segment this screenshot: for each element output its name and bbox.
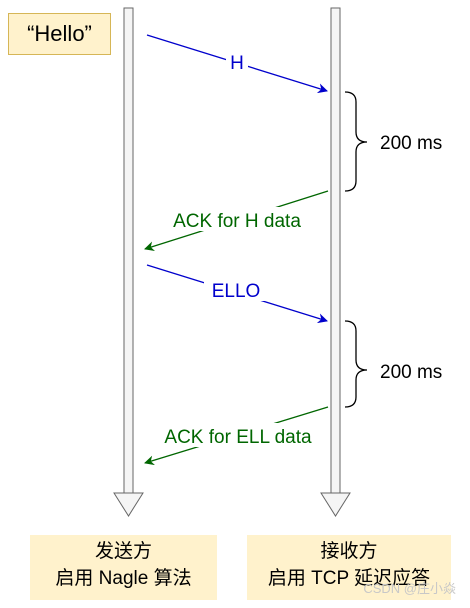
delay-brace-1 [344,91,368,192]
receiver-name: 接收方 [320,541,378,562]
receiver-lifeline [320,7,351,517]
receiver-description: 启用 TCP 延迟应答 [267,568,431,589]
delay-label-2: 200 ms [380,362,442,383]
sender-name: 发送方 [94,541,152,562]
message-label-ello: ELLO [212,281,261,302]
delay-label-1: 200 ms [380,133,442,154]
sender-box: 发送方 启用 Nagle 算法 [30,535,217,600]
message-label-ack-ell: ACK for ELL data [164,427,312,448]
sender-lifeline [113,7,144,517]
message-label-ack-h: ACK for H data [173,211,301,232]
hello-note: “Hello” [8,13,111,55]
watermark: CSDN @庄小焱 [363,581,456,596]
delay-brace-2 [344,320,368,408]
sender-description: 启用 Nagle 算法 [55,568,192,589]
receiver-box: 接收方 启用 TCP 延迟应答 [247,535,451,600]
message-label-h: H [230,53,244,74]
